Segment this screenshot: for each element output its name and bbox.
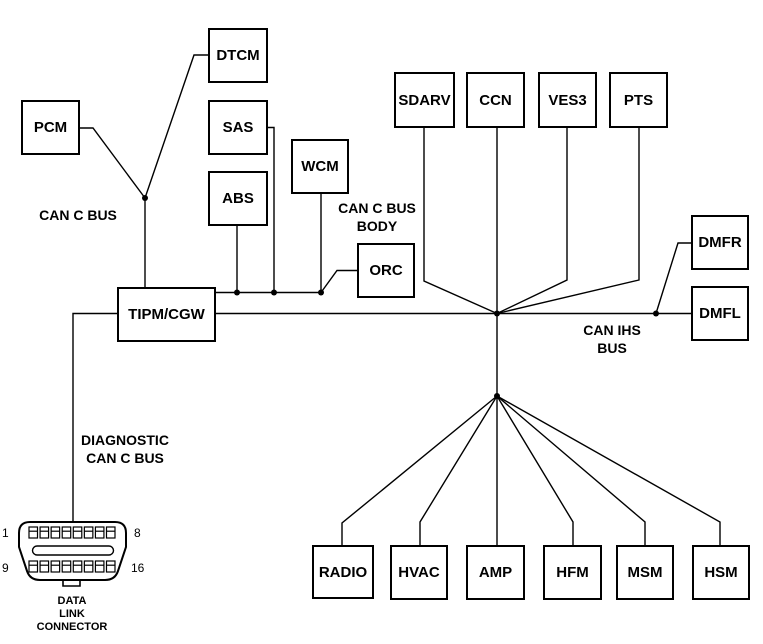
node-amp: AMP — [466, 545, 525, 600]
junction-dot — [653, 310, 659, 317]
node-pts: PTS — [609, 72, 668, 128]
node-sdarv: SDARV — [394, 72, 455, 128]
dlc-caption-line3: CONNECTOR — [36, 621, 108, 633]
wire-msm — [496, 395, 646, 545]
wire-hfm — [496, 395, 574, 545]
dlc-pin-number-16: 16 — [131, 561, 145, 575]
dlc-pin-number-1: 1 — [2, 526, 9, 540]
junction-dot — [318, 289, 324, 296]
node-tipm-cgw: TIPM/CGW — [117, 287, 216, 342]
node-wcm: WCM — [291, 139, 349, 194]
node-ves3: VES3 — [538, 72, 597, 128]
junction-dot — [494, 310, 500, 317]
wire-hvac — [419, 395, 498, 545]
label-can-c-bus-body-line1: CAN C BUS — [338, 200, 416, 216]
node-orc: ORC — [357, 243, 415, 298]
junction-dot — [494, 393, 500, 399]
node-hsm: HSM — [692, 545, 750, 600]
wire-diagnostic — [72, 312, 117, 522]
node-pcm: PCM — [21, 100, 80, 155]
wire-orc — [320, 269, 357, 293]
dlc-caption-line1: DATA — [57, 595, 87, 607]
node-radio: RADIO — [312, 545, 374, 599]
junction-dot — [271, 289, 277, 296]
label-diagnostic-line2: CAN C BUS — [86, 450, 164, 466]
label-diagnostic-line1: DIAGNOSTIC — [81, 432, 169, 448]
node-abs: ABS — [208, 171, 268, 226]
wire-sdarv — [423, 128, 498, 315]
node-msm: MSM — [616, 545, 674, 600]
wire-pcm — [79, 127, 146, 199]
wire-radio — [341, 395, 498, 545]
dlc-pin-number-8: 8 — [134, 526, 141, 540]
junction-dot — [142, 195, 148, 201]
label-can-ihs-line1: CAN IHS — [583, 322, 641, 338]
label-can-ihs-bus: CAN IHS BUS — [572, 321, 652, 357]
dlc-center-slot — [31, 545, 115, 556]
node-dmfr: DMFR — [691, 215, 749, 270]
dlc-outline — [18, 521, 127, 581]
label-can-c-bus-body-line2: BODY — [356, 218, 398, 234]
junction-dot — [234, 289, 240, 296]
data-link-connector-icon — [18, 521, 127, 587]
wire-hsm — [496, 395, 721, 545]
label-diagnostic-can-c-bus: DIAGNOSTIC CAN C BUS — [70, 431, 180, 467]
node-hvac: HVAC — [390, 545, 448, 600]
node-ccn: CCN — [466, 72, 525, 128]
dlc-bottom-tab — [62, 580, 81, 587]
wire-pts — [496, 128, 640, 315]
wire-ves3 — [496, 128, 568, 315]
label-can-c-bus: CAN C BUS — [39, 207, 117, 223]
dlc-pin-number-9: 9 — [2, 561, 9, 575]
wire-sas — [267, 126, 275, 292]
dlc-caption-line2: LINK — [59, 608, 85, 620]
node-dtcm: DTCM — [208, 28, 268, 83]
dlc-caption: DATA LINK CONNECTOR — [22, 595, 122, 634]
node-dmfl: DMFL — [691, 286, 749, 341]
junction-dots — [142, 195, 659, 399]
label-can-ihs-line2: BUS — [597, 340, 627, 356]
wire-dtcm — [144, 54, 208, 199]
node-hfm: HFM — [543, 545, 602, 600]
label-can-c-bus-body: CAN C BUS BODY — [327, 199, 427, 235]
wire-dmfr — [655, 242, 692, 314]
dlc-pins — [28, 526, 116, 573]
node-sas: SAS — [208, 100, 268, 155]
